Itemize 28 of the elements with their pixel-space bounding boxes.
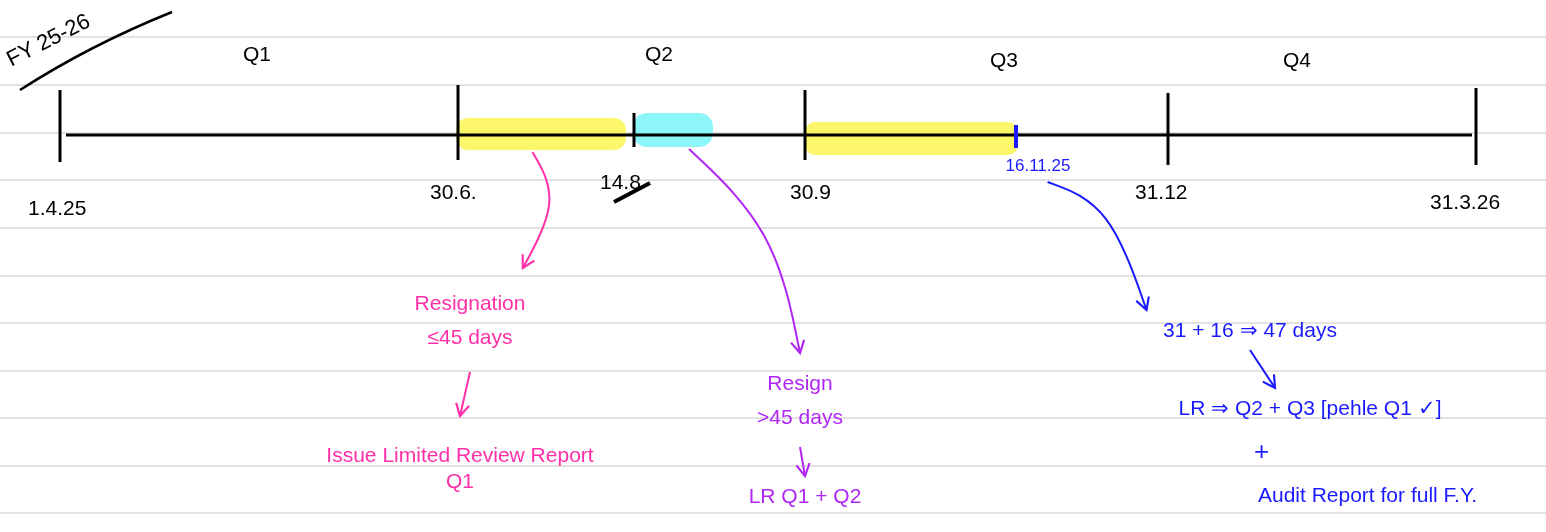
handwritten-label: FY 25-26 <box>2 7 95 72</box>
handwritten-note: Resignation <box>414 289 526 316</box>
handwritten-note: LR ⇒ Q2 + Q3 [pehle Q1 ✓] <box>1178 394 1442 421</box>
handwritten-note: Audit Report for full F.Y. <box>1257 481 1478 508</box>
arrow <box>1249 349 1277 390</box>
arrow <box>688 148 806 355</box>
handwritten-note: LR Q1 + Q2 <box>748 482 862 509</box>
handwritten-label: Q1 <box>243 42 271 66</box>
handwritten-label: Q2 <box>645 42 673 66</box>
handwritten-note: Issue Limited Review Report Q1 <box>325 441 595 494</box>
handwritten-note: Resign <box>767 369 833 396</box>
handwritten-label: 31.3.26 <box>1430 190 1501 214</box>
handwritten-note: ≤45 days <box>427 324 513 350</box>
handwritten-label: 31.12 <box>1135 180 1188 204</box>
handwritten-note: 31 + 16 ⇒ 47 days <box>1163 316 1337 343</box>
handwritten-label: + <box>1254 436 1270 467</box>
handwritten-label: Q3 <box>990 48 1018 72</box>
handwritten-note: 16.11.25 <box>1005 155 1071 177</box>
arrow <box>521 151 551 270</box>
arrow <box>1046 181 1150 312</box>
handwritten-label: Q4 <box>1283 48 1311 72</box>
arrow <box>455 371 471 418</box>
handwritten-label: 30.9 <box>790 180 831 204</box>
handwritten-label: 14.8 <box>600 170 641 194</box>
handwritten-note: >45 days <box>757 404 843 430</box>
handwritten-label: 30.6. <box>430 180 477 204</box>
handwritten-label: 1.4.25 <box>28 196 87 220</box>
arrow <box>795 446 811 478</box>
